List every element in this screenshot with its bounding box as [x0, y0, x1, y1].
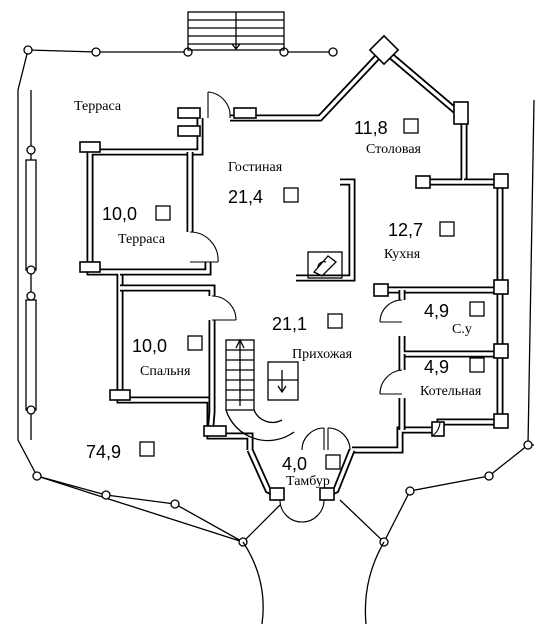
room-terrace-outer: Терраса 74,9 [74, 99, 155, 462]
room-area: 21,4 [228, 187, 263, 207]
room-hall: 21,1 Прихожая [272, 313, 353, 362]
room-name: Столовая [366, 142, 422, 157]
area-box [469, 301, 485, 317]
room-name: Тамбур [286, 474, 330, 489]
entrance-path [242, 541, 385, 624]
area-box [327, 313, 343, 329]
internal-staircase [225, 338, 299, 442]
area-box [469, 357, 485, 373]
stove [307, 251, 343, 279]
room-area: 12,7 [388, 220, 423, 240]
vestibule-walls [246, 448, 356, 501]
area-box [283, 187, 299, 203]
room-name: Гостиная [228, 160, 283, 175]
room-terrace-inner: 10,0 Терраса [102, 204, 171, 247]
room-name: Прихожая [292, 347, 353, 362]
room-kitchen: 12,7 Кухня [384, 220, 455, 262]
room-area: 4,9 [424, 357, 449, 377]
room-area: 4,9 [424, 301, 449, 321]
room-name: Спальня [140, 364, 191, 379]
room-name: Терраса [74, 99, 122, 114]
room-boiler: 4,9 Котельная [420, 357, 485, 399]
room-name: Кухня [384, 247, 421, 262]
room-area: 74,9 [86, 442, 121, 462]
area-box [139, 441, 155, 457]
room-area: 10,0 [132, 336, 167, 356]
area-box [187, 335, 203, 351]
area-box [403, 118, 419, 134]
room-name: Котельная [420, 384, 482, 399]
room-vestibule: 4,0 Тамбур [282, 454, 341, 489]
room-area: 21,1 [272, 314, 307, 334]
doors [189, 91, 441, 523]
room-bedroom: 10,0 Спальня [132, 335, 203, 379]
area-box [325, 454, 341, 470]
area-box [155, 205, 171, 221]
room-name: С.у [452, 322, 472, 337]
room-wc: 4,9 С.у [424, 301, 485, 337]
room-area: 11,8 [354, 118, 388, 138]
room-name: Терраса [118, 232, 166, 247]
entrance-stairs-top [187, 11, 285, 51]
room-area: 4,0 [282, 454, 307, 474]
area-box [439, 221, 455, 237]
log-ends [79, 34, 509, 437]
room-dining: 11,8 Столовая [354, 118, 422, 157]
room-area: 10,0 [102, 204, 137, 224]
room-living: Гостиная 21,4 [228, 160, 299, 207]
railing-posts [23, 45, 533, 547]
